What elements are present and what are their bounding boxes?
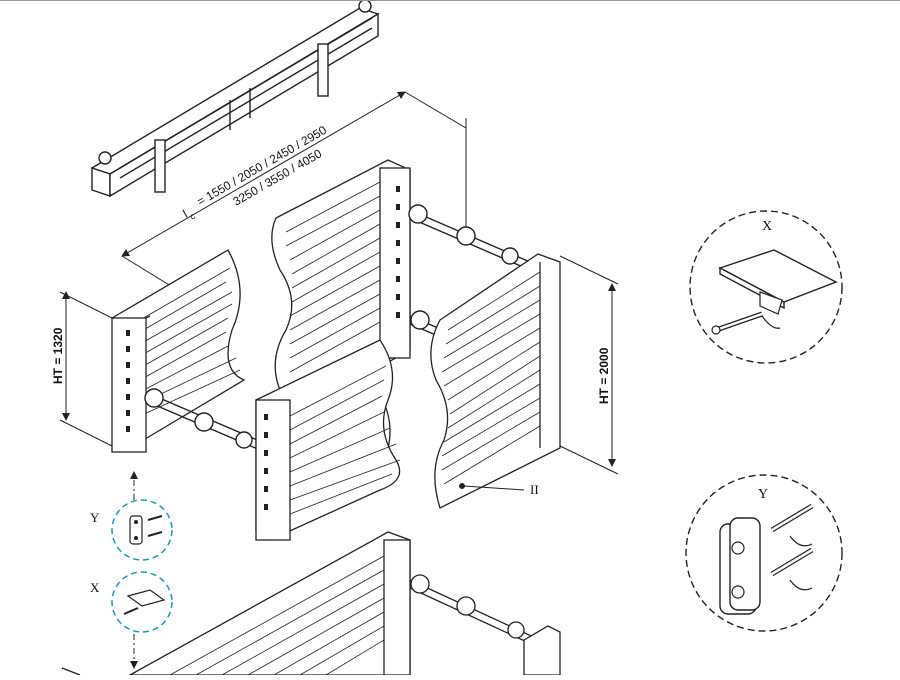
detail-x-large xyxy=(689,210,843,364)
detail-y-small xyxy=(111,499,173,561)
callout-II-label: II xyxy=(530,482,539,497)
height-label-left: HT = 1320 xyxy=(51,327,65,384)
height-label-right: HT = 2000 xyxy=(597,347,611,404)
panel-left-short xyxy=(111,249,246,453)
middle-lower-post-holes xyxy=(264,414,268,510)
strut-lower-left xyxy=(144,388,263,451)
height-dimension-left xyxy=(59,291,113,447)
lower-assembly xyxy=(61,531,561,676)
top-border xyxy=(0,0,900,1)
detail-x-large-label: X xyxy=(762,219,772,234)
detail-x-small xyxy=(111,571,173,633)
panel-middle-lower xyxy=(255,339,401,541)
length-subscript: c xyxy=(188,211,197,222)
detail-x-small-label: X xyxy=(90,580,100,595)
length-symbol: l xyxy=(181,207,190,220)
height-dimension-right xyxy=(559,255,619,475)
detail-y-small-label: Y xyxy=(90,510,100,525)
callout-II-leader xyxy=(459,483,525,491)
left-post-holes xyxy=(126,330,130,432)
lifting-beam xyxy=(90,0,380,198)
length-dimension xyxy=(121,91,467,311)
detail-y-large-label: Y xyxy=(758,487,768,502)
panel-right-tall xyxy=(430,253,561,509)
middle-post-holes xyxy=(396,186,400,318)
detail-y-large xyxy=(685,474,843,632)
